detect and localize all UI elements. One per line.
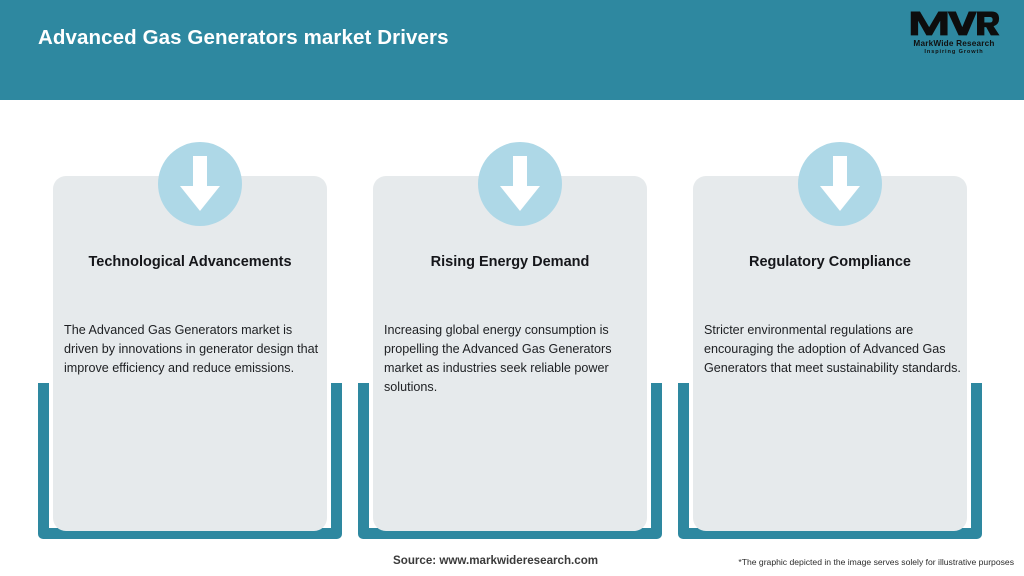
frame-bar-right <box>651 383 662 531</box>
logo-tagline: Inspiring Growth <box>924 49 984 55</box>
card-body-text: Increasing global energy consumption is … <box>384 323 612 395</box>
card-body-text: The Advanced Gas Generators market is dr… <box>64 323 319 376</box>
logo-company-name: MarkWide Research <box>913 39 995 48</box>
driver-card-1: Technological Advancements The Advanced … <box>30 100 350 540</box>
down-arrow-icon <box>820 156 860 211</box>
card-accent-frame <box>38 383 342 543</box>
frame-bar-right <box>971 383 982 531</box>
card-title: Regulatory Compliance <box>749 254 911 270</box>
down-arrow-icon <box>180 156 220 211</box>
card-title: Rising Energy Demand <box>430 254 590 270</box>
card-body-text: Stricter environmental regulations are e… <box>704 323 961 376</box>
card-panel: Technological Advancements The Advanced … <box>53 176 327 531</box>
frame-bar-left <box>678 383 689 531</box>
frame-bar-bottom <box>678 528 982 539</box>
frame-bar-bottom <box>38 528 342 539</box>
disclaimer-label: *The graphic depicted in the image serve… <box>738 557 1014 567</box>
source-label: Source: www.markwideresearch.com <box>393 554 599 567</box>
frame-bar-right <box>331 383 342 531</box>
mwr-logo-icon <box>910 11 1000 36</box>
frame-bar-left <box>38 383 49 531</box>
down-arrow-icon <box>500 156 540 211</box>
page-title: Advanced Gas Generators market Drivers <box>38 26 449 49</box>
card-icon-badge <box>798 142 882 226</box>
brand-logo: MarkWide Research Inspiring Growth <box>902 8 1006 62</box>
card-icon-badge <box>158 142 242 226</box>
driver-card-2: Rising Energy Demand Increasing global e… <box>350 100 670 540</box>
frame-bar-left <box>358 383 369 531</box>
drivers-card-group: Technological Advancements The Advanced … <box>0 100 1024 540</box>
card-panel: Rising Energy Demand Increasing global e… <box>373 176 647 531</box>
card-accent-frame <box>358 383 662 543</box>
card-panel: Regulatory Compliance Stricter environme… <box>693 176 967 531</box>
card-icon-badge <box>478 142 562 226</box>
card-title: Technological Advancements <box>88 254 292 270</box>
driver-card-3: Regulatory Compliance Stricter environme… <box>670 100 990 540</box>
page-header: Advanced Gas Generators market Drivers M… <box>0 0 1024 100</box>
frame-bar-bottom <box>358 528 662 539</box>
card-accent-frame <box>678 383 982 543</box>
